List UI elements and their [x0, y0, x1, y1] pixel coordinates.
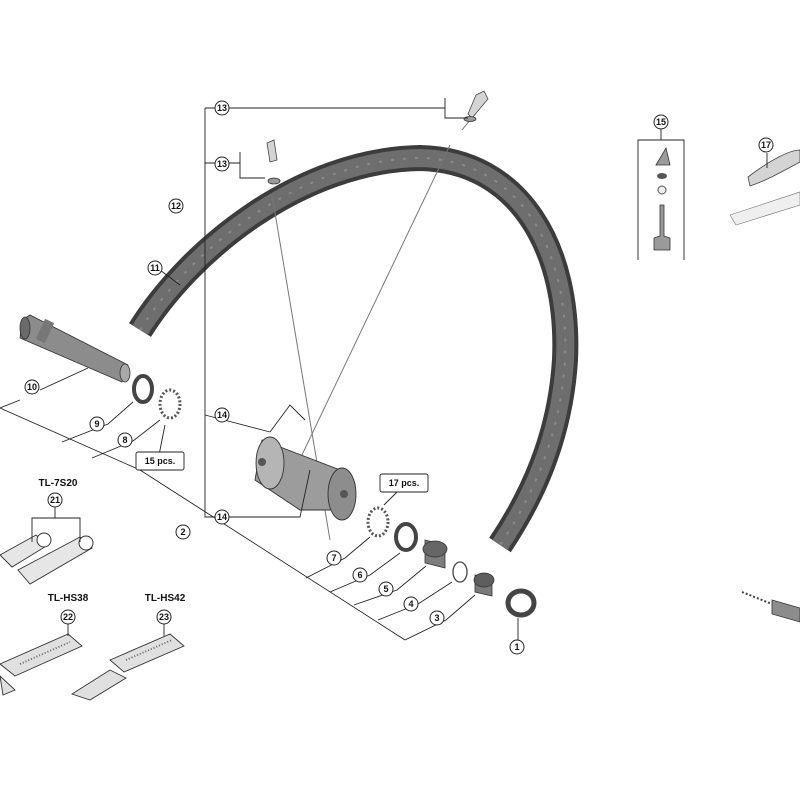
callout-13-mid: 13	[214, 156, 230, 172]
svg-text:11: 11	[150, 263, 160, 273]
cone-wrenches-21	[0, 532, 94, 585]
callout-12: 12	[168, 198, 184, 214]
o-ring-4	[452, 561, 468, 583]
washer-9	[132, 374, 154, 404]
svg-text:4: 4	[408, 599, 413, 609]
callout-4: 4	[403, 596, 419, 612]
svg-text:23: 23	[159, 612, 169, 622]
svg-text:14: 14	[217, 410, 227, 420]
end-cap-1	[505, 588, 537, 618]
svg-text:14: 14	[217, 512, 227, 522]
svg-text:17: 17	[761, 140, 771, 150]
callout-21: 21	[47, 492, 63, 508]
svg-text:22: 22	[63, 612, 73, 622]
svg-text:21: 21	[50, 495, 60, 505]
callout-22: 22	[60, 609, 76, 625]
callout-1: 1	[509, 639, 525, 655]
svg-text:10: 10	[27, 382, 37, 392]
rim	[128, 144, 579, 553]
tool-label-22: TL-HS38	[48, 593, 89, 604]
callout-5: 5	[378, 581, 394, 597]
svg-text:5: 5	[383, 584, 388, 594]
ring-8	[158, 388, 182, 420]
qty-box-15pcs: 15 pcs.	[135, 451, 185, 471]
callout-15: 15	[653, 114, 669, 130]
svg-text:12: 12	[171, 201, 181, 211]
rim-tape	[729, 149, 800, 226]
bearing-5	[422, 539, 448, 569]
callout-10: 10	[24, 379, 40, 395]
svg-text:6: 6	[357, 570, 362, 580]
callout-13-top: 13	[214, 100, 230, 116]
callout-14-lower: 14	[214, 509, 230, 525]
pawl-ring-7	[366, 506, 390, 538]
callout-14-upper: 14	[214, 407, 230, 423]
callout-2: 2	[175, 524, 191, 540]
callout-6: 6	[352, 567, 368, 583]
svg-text:9: 9	[94, 419, 99, 429]
spoke-nipple-top	[463, 90, 489, 122]
svg-text:13: 13	[217, 103, 227, 113]
svg-text:15: 15	[656, 117, 666, 127]
svg-text:17 pcs.: 17 pcs.	[389, 478, 420, 488]
axle	[19, 314, 131, 383]
callout-11: 11	[147, 260, 163, 276]
tool-label-21: TL-7S20	[39, 478, 78, 489]
callout-17: 17	[758, 137, 774, 153]
spoke-nipple-mid	[266, 139, 281, 185]
callout-8: 8	[117, 432, 133, 448]
callout-3: 3	[429, 610, 445, 626]
svg-text:2: 2	[180, 527, 185, 537]
svg-text:3: 3	[434, 613, 439, 623]
qty-box-17pcs: 17 pcs.	[379, 473, 429, 493]
hub-spanner-23	[70, 633, 185, 701]
quick-release-detail	[741, 591, 800, 623]
svg-text:8: 8	[122, 435, 127, 445]
svg-text:1: 1	[514, 642, 519, 652]
valve-kit-box	[637, 139, 685, 260]
cone-3	[473, 572, 495, 597]
callout-23: 23	[156, 609, 172, 625]
svg-text:15 pcs.: 15 pcs.	[145, 456, 176, 466]
callout-9: 9	[89, 416, 105, 432]
hub-body	[254, 436, 357, 521]
callout-7: 7	[326, 550, 342, 566]
svg-text:7: 7	[331, 553, 336, 563]
hub-spanner-22	[0, 633, 83, 696]
seal-6	[394, 522, 418, 552]
tool-label-23: TL-HS42	[145, 593, 186, 604]
svg-text:13: 13	[217, 159, 227, 169]
